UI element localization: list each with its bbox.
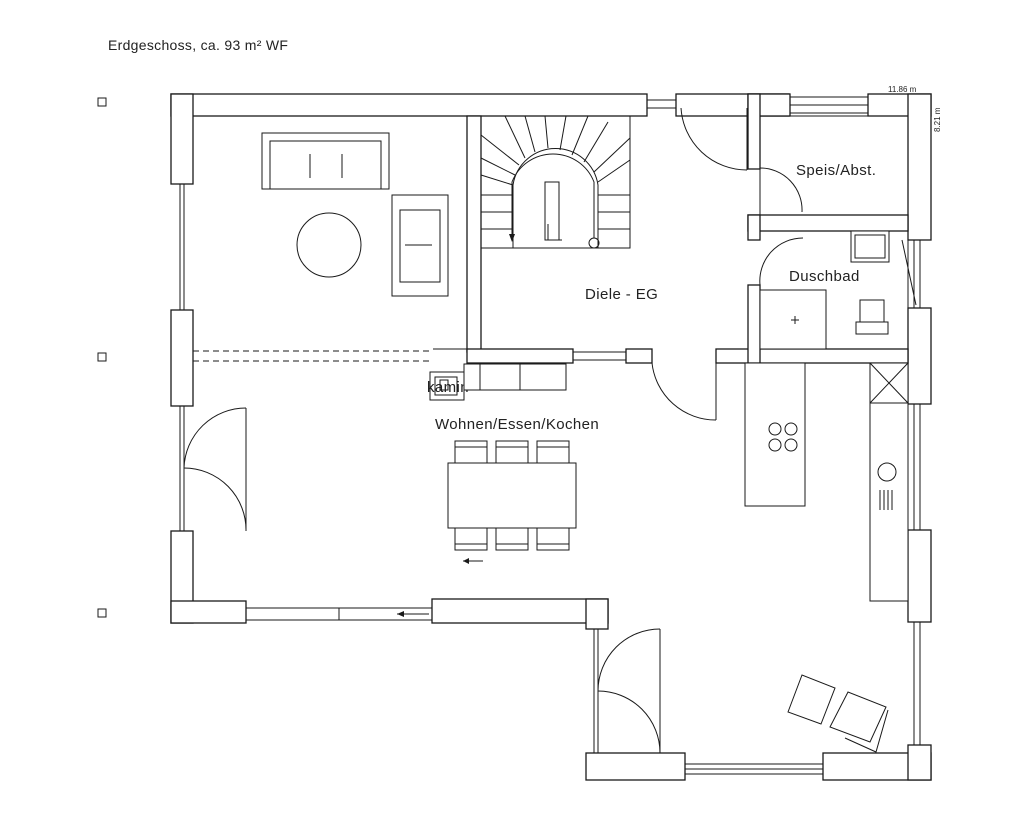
fireplace-label: kamin xyxy=(427,379,469,396)
outer-walls xyxy=(170,93,932,781)
bathroom-fixtures xyxy=(759,230,890,350)
plan-title: Erdgeschoss, ca. 93 m² WF xyxy=(108,37,288,53)
room-label-speis: Speis/Abst. xyxy=(796,162,876,179)
room-label-diele: Diele - EG xyxy=(585,286,658,303)
dimension-depth: 8.21 m xyxy=(933,107,942,132)
fireplace: kamin xyxy=(427,371,469,401)
kitchen xyxy=(744,362,909,602)
dimension-width: 11.86 m xyxy=(888,85,917,94)
living-furniture xyxy=(192,132,449,363)
doors xyxy=(183,107,917,754)
dining-set xyxy=(447,440,577,564)
grid-marker-middle xyxy=(97,352,107,362)
lounge-chairs xyxy=(787,674,889,753)
interior-walls xyxy=(192,93,909,364)
grid-marker-top xyxy=(97,97,107,107)
grid-marker-bottom xyxy=(97,608,107,618)
staircase xyxy=(480,115,631,249)
room-label-duschbad: Duschbad xyxy=(789,268,860,285)
sideboard xyxy=(463,363,567,391)
room-label-wohnen: Wohnen/Essen/Kochen xyxy=(435,416,599,433)
